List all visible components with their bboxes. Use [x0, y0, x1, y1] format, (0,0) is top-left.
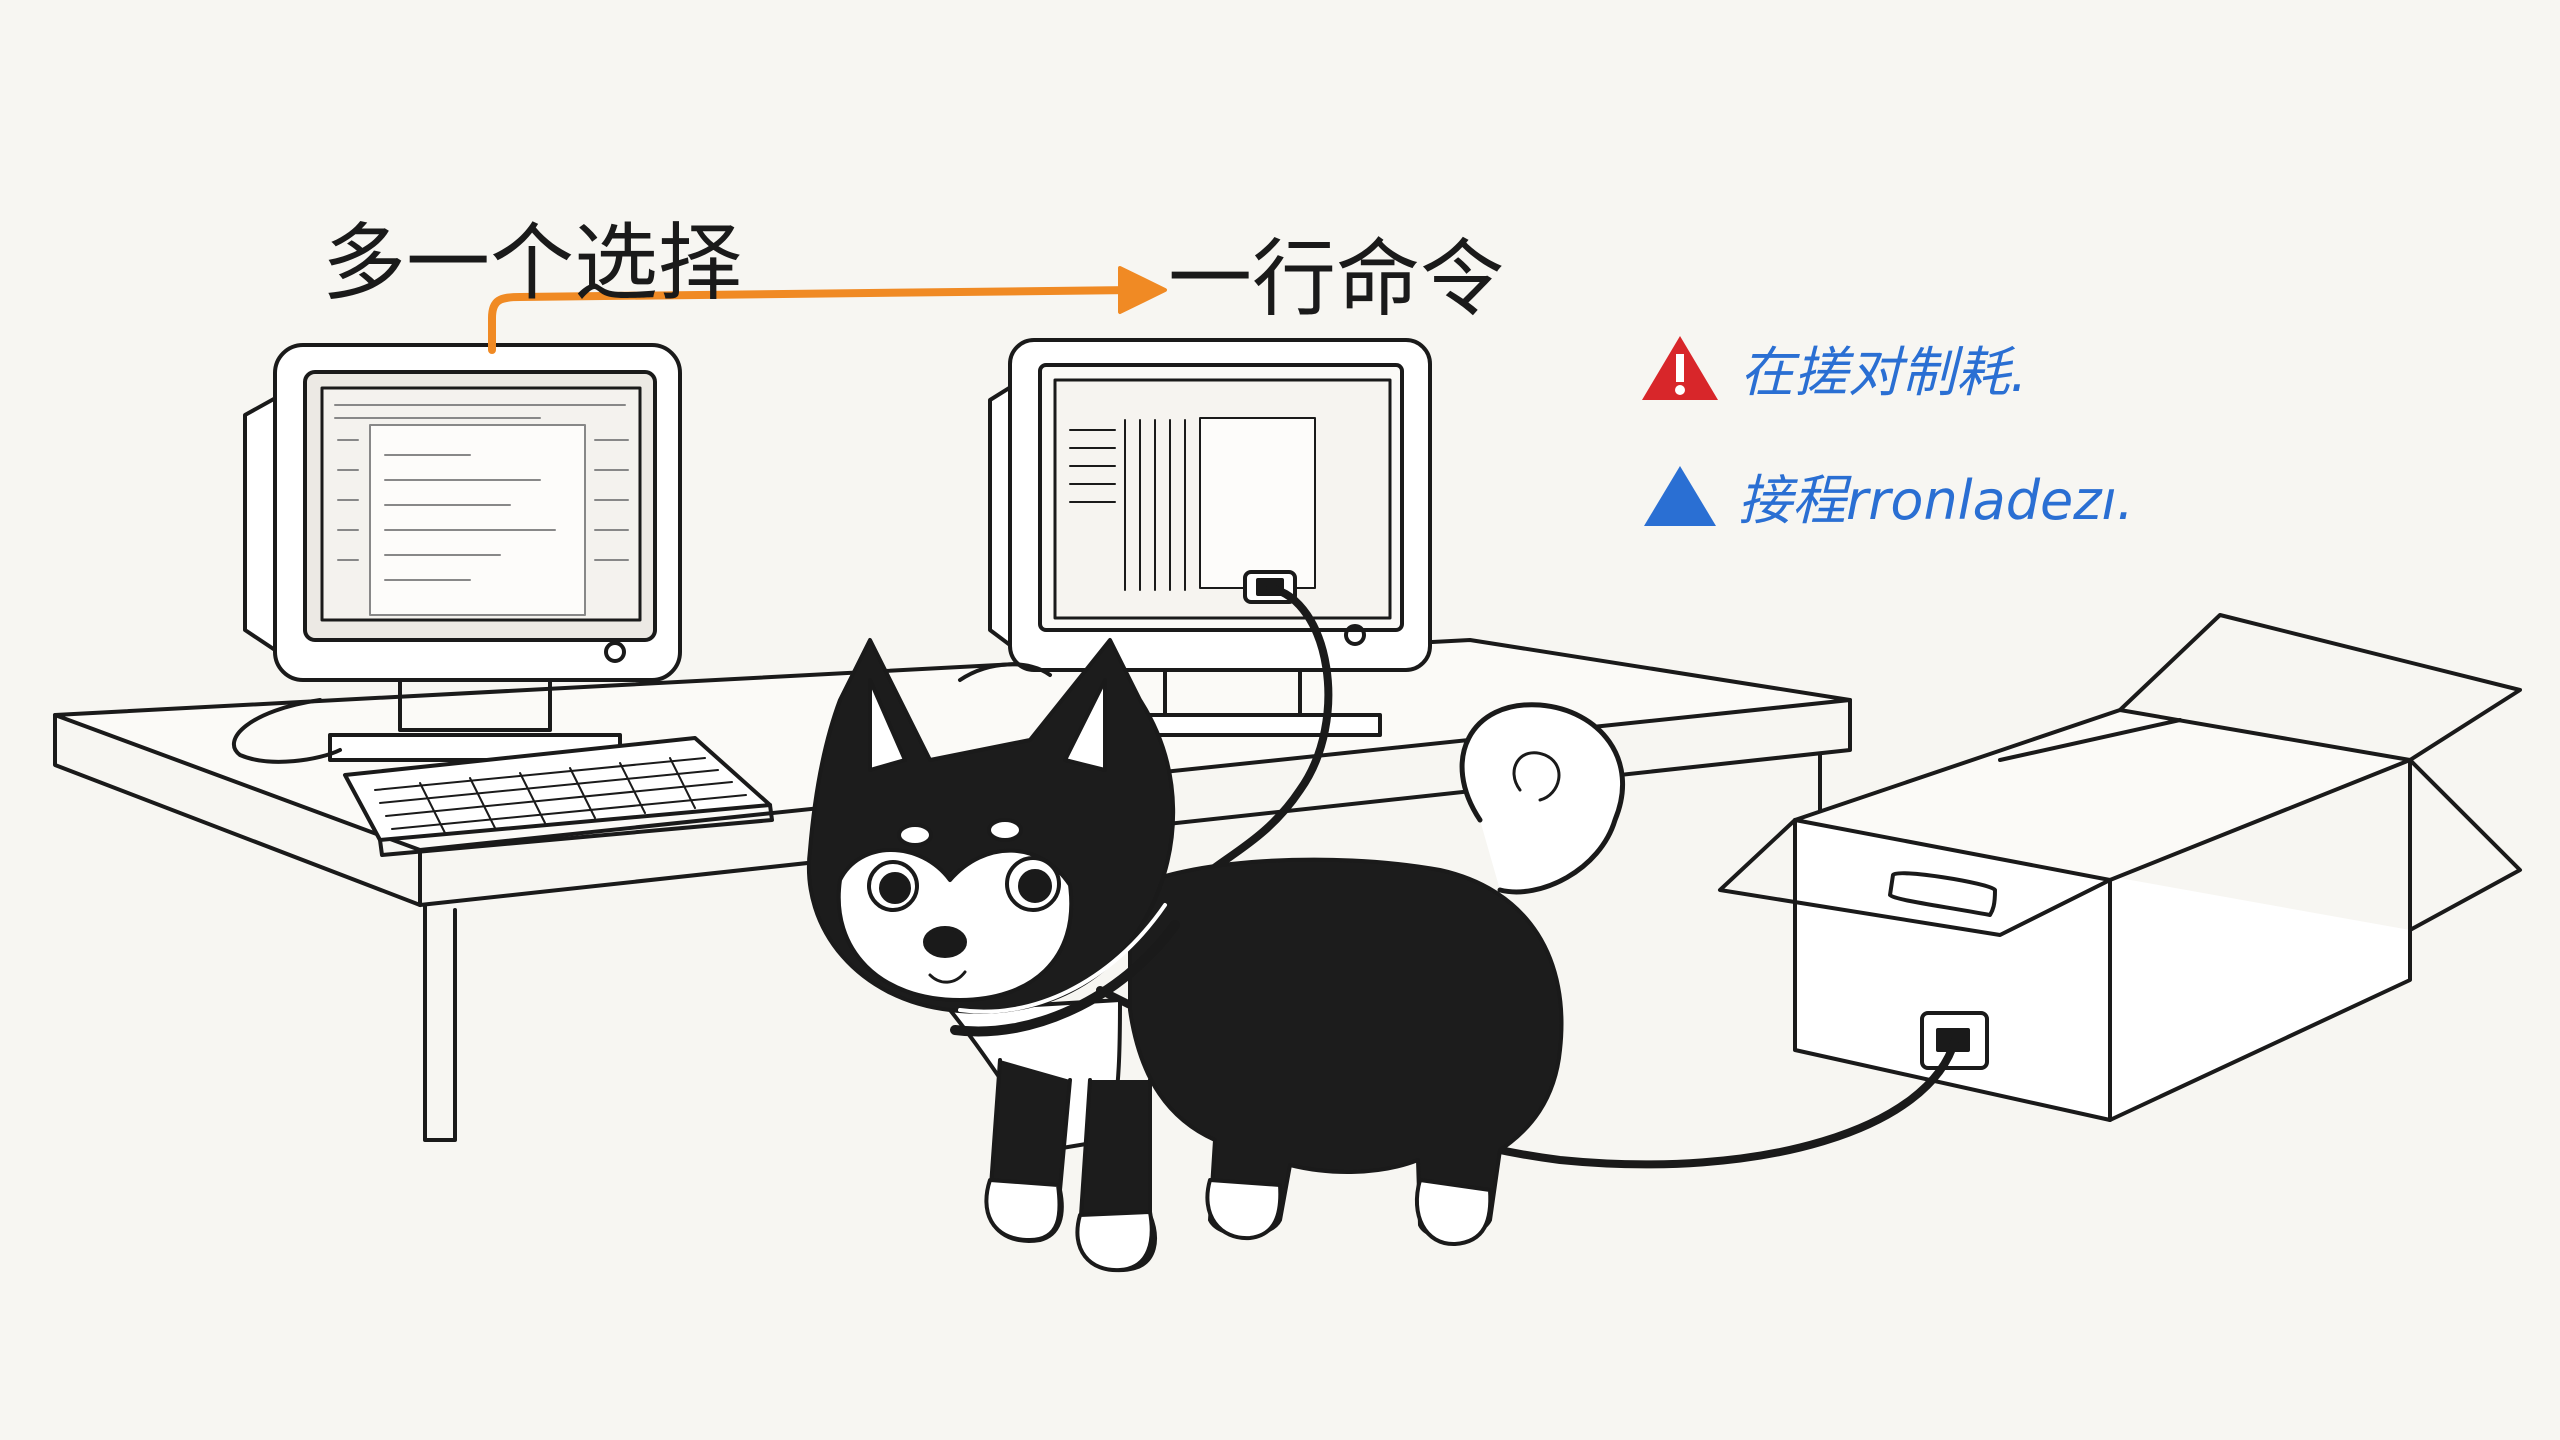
- blue-triangle-icon: [1640, 462, 1720, 530]
- left-computer: [232, 343, 774, 857]
- dog: [806, 638, 1626, 1273]
- cardboard-box: [1718, 613, 2522, 1122]
- note-text-1: 在搓对制耗.: [1740, 341, 2028, 404]
- note-text-2: 接程rronladezı.: [1738, 469, 2134, 532]
- right-computer: [958, 338, 1432, 737]
- label-left: 多一个选择: [322, 214, 743, 312]
- warning-red-triangle-icon: [1638, 332, 1722, 404]
- note-row-2: 接程rronladezı.: [1640, 456, 2134, 535]
- orange-arrow: [488, 266, 1167, 354]
- note-row-1: 在搓对制耗.: [1638, 328, 2027, 407]
- label-right: 一行命令: [1168, 230, 1505, 328]
